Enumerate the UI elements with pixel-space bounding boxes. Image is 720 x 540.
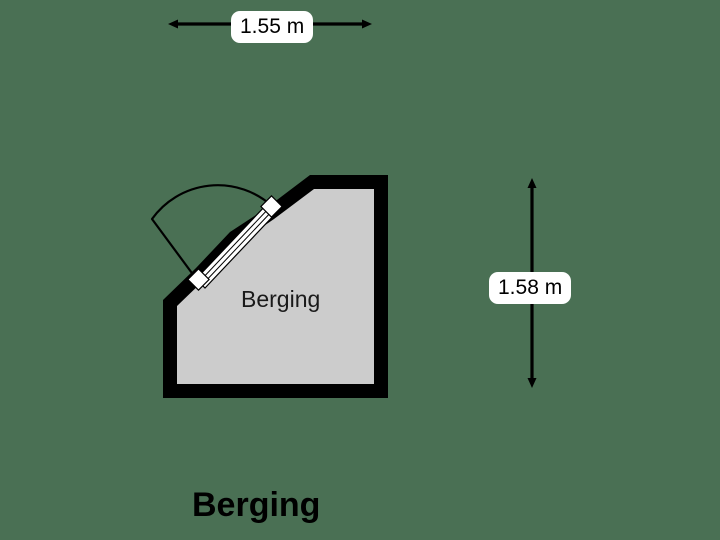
door-jamb-upper: [260, 195, 283, 218]
dimension-top-label: 1.55 m: [231, 11, 314, 43]
room-interior-floor: [177, 189, 374, 384]
door-jamb-lower: [187, 268, 210, 291]
room-label: Berging: [241, 286, 321, 312]
room-walls: [163, 175, 388, 398]
door-swing-arc: [150, 184, 274, 286]
dimension-right-label: 1.58 m: [489, 272, 572, 304]
door-assembly: [150, 184, 283, 291]
plan-caption: Berging: [192, 486, 321, 524]
